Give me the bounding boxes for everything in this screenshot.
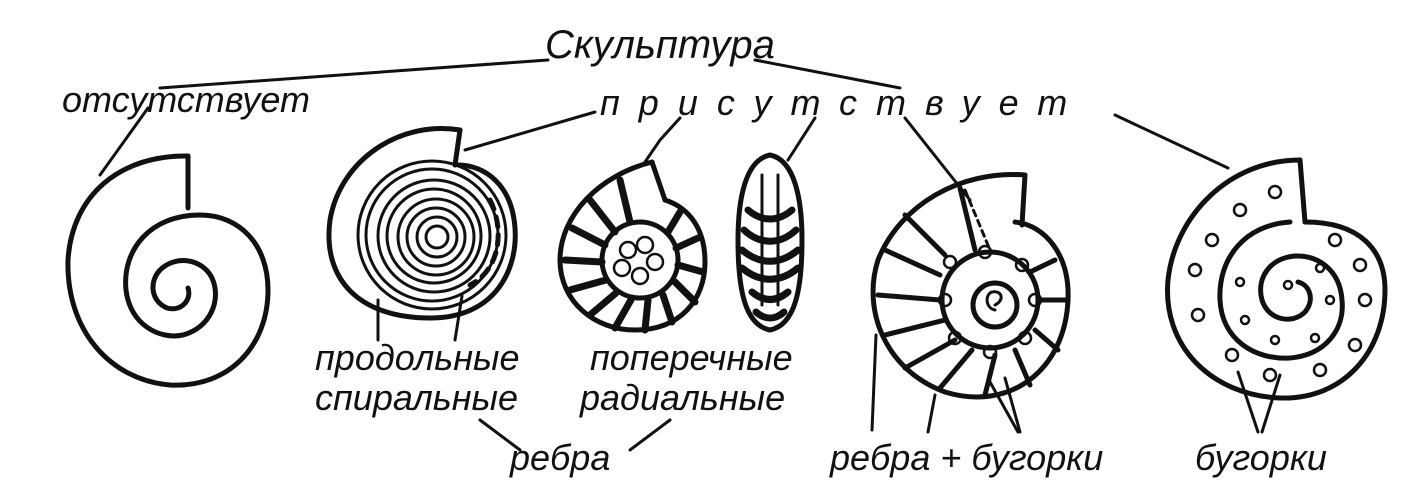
label-radial: радиальные [579,377,785,418]
ribs-brace [478,418,672,452]
label-ribs: ребра [509,437,610,478]
shell-tubercles [1113,113,1388,434]
label-longitudinal: продольные [315,337,520,378]
shell-spiral-ribs [326,110,597,342]
label-spiral: спиральные [315,377,518,418]
shell-radial-ribs-front-view [735,116,817,333]
label-present: присутствует [600,82,1086,123]
label-tubercles: бугорки [1195,437,1327,478]
shell-radial-ribs [557,116,708,334]
shell-ribs-tubercles [870,116,1071,434]
shell-smooth [65,106,271,388]
title-connectors [158,58,902,90]
label-transverse: поперечные [590,337,793,378]
label-ribs-tubercles: ребра + бугорки [829,437,1103,478]
title-sculpture: Скульптура [545,23,775,67]
